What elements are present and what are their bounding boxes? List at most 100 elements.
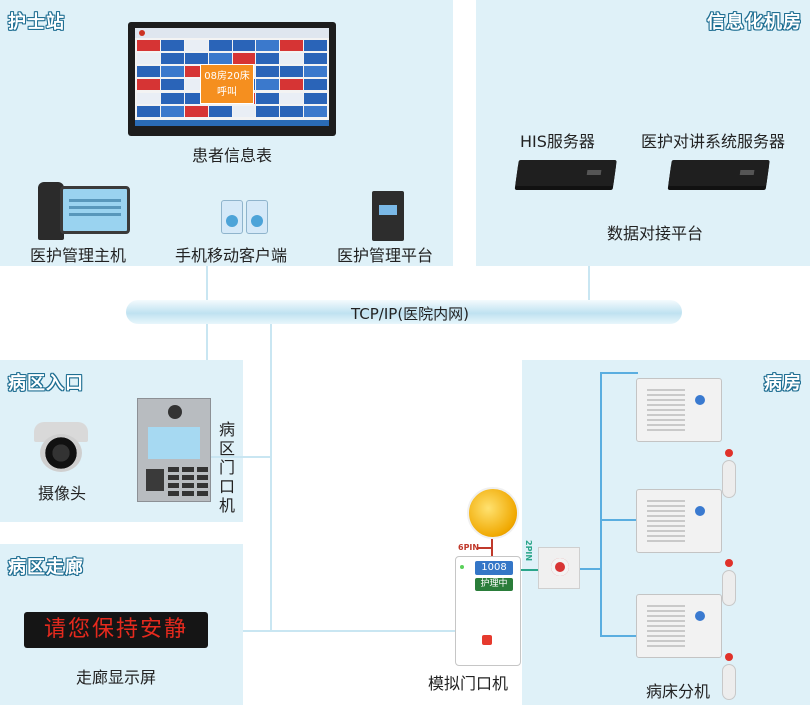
board-cell	[304, 53, 327, 65]
mobile-client-icon	[221, 200, 243, 234]
zone-title-ward: 病房	[764, 373, 802, 394]
room-number-display: 1008	[475, 561, 513, 575]
board-cell	[208, 40, 232, 51]
board-cell	[280, 79, 304, 91]
six-pin-wire	[491, 539, 493, 556]
board-cell	[280, 105, 304, 117]
board-cell	[256, 40, 280, 51]
board-cell	[208, 105, 232, 117]
host-screen-icon	[60, 186, 130, 234]
patient-board-label: 患者信息表	[192, 146, 273, 165]
call-handle-icon	[722, 449, 736, 498]
zone-title-it-room: 信息化机房	[707, 12, 802, 33]
board-cell	[256, 105, 280, 117]
it-to-network-line	[588, 266, 590, 302]
board-cell	[280, 40, 304, 51]
board-cell	[160, 53, 184, 65]
bed-unit-icon	[636, 594, 722, 658]
board-cell	[256, 66, 280, 78]
patient-board-monitor: 08房20床 呼叫	[128, 22, 336, 136]
intercom-server-icon	[668, 160, 770, 186]
data-platform-label: 数据对接平台	[607, 224, 704, 243]
board-cell	[232, 40, 256, 51]
it-room-panel	[476, 0, 810, 266]
camera-icon	[30, 420, 90, 476]
board-cell	[160, 40, 184, 51]
board-cell	[184, 79, 208, 91]
board-cell	[232, 53, 256, 65]
bed-unit-label: 病床分机	[646, 682, 711, 701]
board-cell	[137, 79, 160, 91]
analog-door-unit-label: 模拟门口机	[428, 674, 509, 693]
his-server-label: HIS服务器	[520, 132, 595, 151]
board-cell	[137, 53, 160, 65]
call-handle-icon	[722, 653, 736, 700]
call-alert-room: 08房20床	[204, 71, 250, 82]
board-cell	[304, 79, 327, 91]
board-cell	[137, 66, 160, 78]
network-to-entrance-line	[206, 322, 208, 360]
board-cell	[184, 66, 208, 78]
board-cell	[256, 92, 280, 104]
door-unit-button	[482, 635, 492, 645]
board-cell	[184, 53, 208, 65]
zone-title-ward-entrance: 病区入口	[8, 373, 84, 394]
network-label: TCP/IP(医院内网)	[351, 305, 470, 323]
board-cell	[304, 40, 327, 51]
door-unit-indicator	[460, 565, 464, 569]
intercom-server-label: 医护对讲系统服务器	[641, 132, 786, 151]
corridor-display-label: 走廊显示屏	[76, 668, 157, 687]
board-cell	[208, 53, 232, 65]
board-cell	[137, 105, 160, 117]
board-cell	[137, 92, 160, 104]
corridor-led-display: 请您保持安静	[24, 612, 208, 648]
host-phone-icon	[38, 182, 64, 240]
bed-unit-icon	[636, 378, 722, 442]
board-cell	[184, 92, 208, 104]
board-cell	[280, 92, 304, 104]
six-pin-label: 6PIN	[458, 543, 480, 552]
entrance-branch-line	[210, 456, 270, 458]
board-cell	[184, 40, 208, 51]
two-pin-wire	[521, 569, 538, 571]
board-cell	[184, 105, 208, 117]
board-cell	[304, 92, 327, 104]
reset-button-icon	[538, 547, 580, 589]
zone-title-nurse-station: 护士站	[8, 12, 65, 33]
board-cell	[280, 53, 304, 65]
bed-unit-icon	[636, 489, 722, 553]
mobile-client-icon	[246, 200, 268, 234]
platform-label: 医护管理平台	[337, 246, 434, 265]
ward-door-station-label: 病区门口机	[219, 420, 236, 515]
call-alert-popup: 08房20床 呼叫	[200, 64, 254, 104]
six-pin-arrow	[478, 547, 492, 549]
bed-bus-top	[600, 372, 638, 374]
zone-title-corridor: 病区走廊	[8, 557, 84, 578]
nurse-to-network-line	[206, 266, 208, 302]
backbone-vertical-line	[270, 322, 272, 632]
network-bus	[126, 300, 682, 324]
call-alert-text: 呼叫	[217, 87, 237, 98]
ward-door-station-icon	[137, 398, 211, 502]
room-status-display: 护理中	[475, 578, 513, 591]
board-cell	[304, 105, 327, 117]
two-pin-label: 2PIN	[524, 540, 533, 562]
door-lamp-icon	[467, 487, 519, 539]
platform-pc-icon	[372, 191, 404, 241]
camera-label: 摄像头	[38, 484, 87, 503]
board-cell	[137, 40, 160, 51]
mobile-client-label: 手机移动客户端	[175, 246, 288, 265]
bed-bus-mid	[600, 519, 638, 521]
corridor-branch-line	[243, 630, 456, 632]
board-cell	[160, 105, 184, 117]
board-cell	[280, 66, 304, 78]
board-cell	[160, 79, 184, 91]
board-cell	[256, 53, 280, 65]
board-cell	[304, 66, 327, 78]
board-cell	[232, 105, 256, 117]
bed-bus-bottom	[600, 635, 638, 637]
call-handle-icon	[722, 559, 736, 606]
board-cell	[256, 79, 280, 91]
his-server-icon	[515, 160, 617, 186]
board-cell	[160, 92, 184, 104]
